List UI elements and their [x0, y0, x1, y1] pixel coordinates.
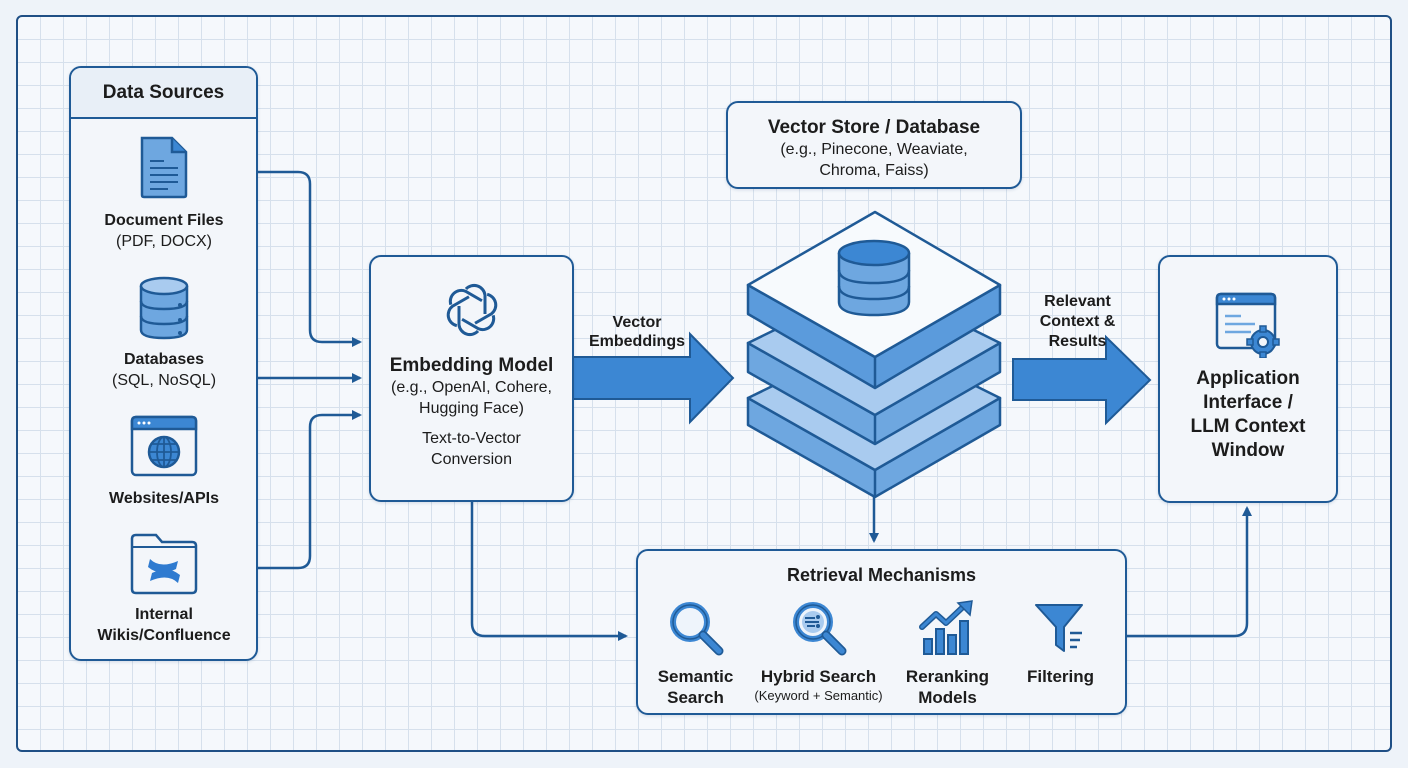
- globe-window-icon: [130, 415, 198, 477]
- source-subtitle: (PDF, DOCX): [116, 233, 212, 250]
- embedding-model-note-1: Text-to-Vector: [422, 430, 521, 447]
- embedding-model-panel[interactable]: Embedding Model (e.g., OpenAI, Cohere, H…: [369, 255, 574, 502]
- data-sources-panel: Data Sources Document Files (PDF, DOCX) …: [69, 66, 258, 661]
- source-title: Databases: [123, 351, 205, 368]
- retrieval-item-title: Reranking: [905, 667, 990, 686]
- vector-store-examples-2: Chroma, Faiss): [819, 162, 929, 179]
- database-icon: [139, 276, 189, 340]
- application-interface-panel[interactable]: Application Interface / LLM Context Wind…: [1158, 255, 1338, 503]
- source-subtitle: Wikis/Confluence: [97, 627, 231, 644]
- source-title: Internal: [135, 606, 193, 623]
- relevant-context-label: Relevant Context & Results: [1020, 292, 1135, 352]
- label-line: Embeddings: [588, 333, 685, 351]
- retrieval-item-title-2: Search: [667, 688, 724, 707]
- retrieval-hybrid-search[interactable]: Hybrid Search (Keyword + Semantic): [741, 599, 896, 704]
- retrieval-title: Retrieval Mechanisms: [786, 565, 977, 585]
- vector-store-examples-1: (e.g., Pinecone, Weaviate,: [780, 141, 968, 158]
- embedding-model-note-2: Conversion: [431, 451, 512, 468]
- source-subtitle: (SQL, NoSQL): [111, 372, 217, 389]
- retrieval-item-title: Filtering: [1026, 667, 1095, 686]
- embedding-model-examples-1: (e.g., OpenAI, Cohere,: [391, 379, 552, 396]
- document-icon: [140, 136, 188, 199]
- source-internal-wikis[interactable]: Internal Wikis/Confluence: [71, 533, 256, 646]
- source-databases[interactable]: Databases (SQL, NoSQL): [71, 276, 256, 391]
- retrieval-item-title: Semantic: [657, 667, 734, 686]
- application-line-3: LLM Context: [1190, 416, 1306, 437]
- label-line: Relevant: [1044, 293, 1111, 310]
- embedding-model-examples-2: Hugging Face): [419, 400, 524, 417]
- app-window-gear-icon: [1215, 292, 1280, 359]
- connector-retrieval-to-application: [1126, 506, 1252, 638]
- connector-embedding-to-retrieval: [470, 502, 628, 641]
- vector-store-title: Vector Store / Database: [767, 117, 981, 138]
- retrieval-item-title: Hybrid Search: [760, 667, 877, 686]
- label-line: Vector: [612, 314, 662, 331]
- vector-embeddings-label: Vector Embeddings: [572, 313, 702, 351]
- retrieval-semantic-search[interactable]: Semantic Search: [648, 599, 743, 708]
- retrieval-item-subtitle: (Keyword + Semantic): [754, 688, 883, 703]
- label-line: Context &: [1039, 313, 1116, 330]
- data-sources-header: Data Sources: [71, 68, 256, 119]
- label-line: Results: [1048, 333, 1107, 350]
- embedding-model-title: Embedding Model: [389, 355, 554, 376]
- data-sources-title: Data Sources: [102, 81, 225, 103]
- openai-logo-icon: [446, 283, 497, 337]
- application-line-4: Window: [1211, 440, 1285, 461]
- confluence-folder-icon: [130, 533, 198, 595]
- filter-funnel-icon: [1034, 604, 1083, 652]
- application-line-2: Interface /: [1203, 392, 1293, 413]
- retrieval-item-title-2: Models: [918, 688, 977, 707]
- connector-websites-wikis-to-embedding: [258, 410, 362, 570]
- reranking-chart-icon: [918, 600, 973, 655]
- source-title: Websites/APIs: [109, 490, 219, 507]
- vector-store-panel[interactable]: Vector Store / Database (e.g., Pinecone,…: [726, 101, 1022, 189]
- source-websites-apis[interactable]: Websites/APIs: [71, 415, 256, 509]
- retrieval-mechanisms-panel: Retrieval Mechanisms Semantic Search Hyb…: [636, 549, 1127, 715]
- hybrid-search-icon: [792, 602, 846, 656]
- retrieval-reranking-models[interactable]: Reranking Models: [900, 599, 995, 708]
- arrow-relevant-context: [1012, 334, 1152, 426]
- source-document-files[interactable]: Document Files (PDF, DOCX): [71, 135, 256, 252]
- source-title: Document Files: [104, 212, 224, 229]
- connector-documents-to-embedding: [258, 170, 362, 347]
- arrow-vector-embeddings: [571, 331, 735, 425]
- retrieval-filtering[interactable]: Filtering: [1013, 599, 1108, 687]
- magnifier-icon: [669, 602, 723, 656]
- application-line-1: Application: [1196, 368, 1300, 389]
